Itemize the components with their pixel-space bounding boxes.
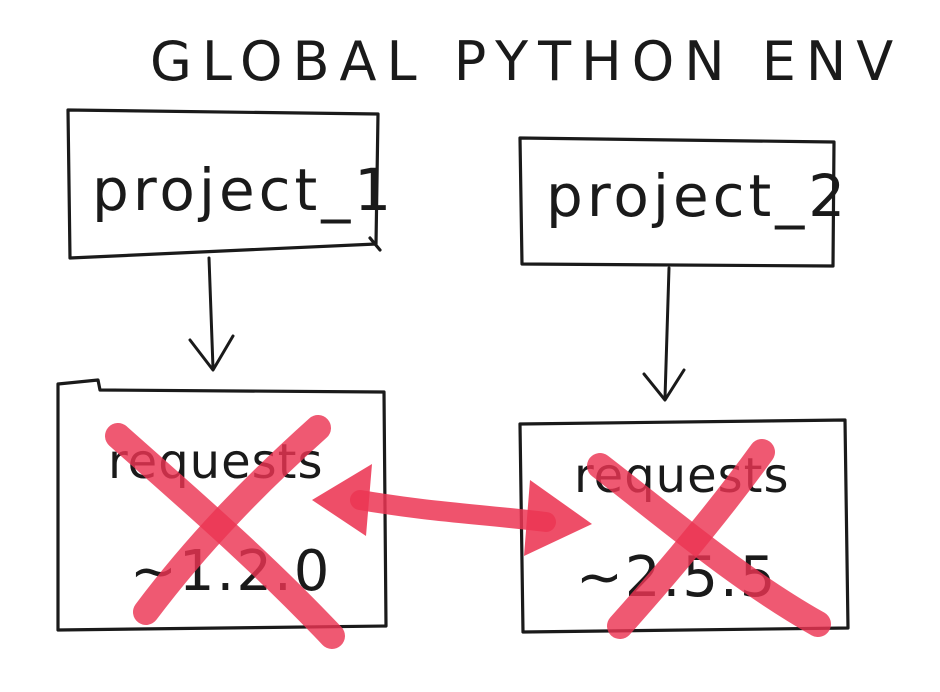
double-headed-conflict-arrow bbox=[312, 464, 372, 536]
package-1-cross bbox=[105, 415, 345, 649]
down-arrow-1 bbox=[188, 256, 235, 372]
down-arrow-icon bbox=[642, 368, 686, 402]
package-1-box bbox=[56, 378, 388, 632]
project-1-box-tick bbox=[368, 236, 382, 252]
project-1-node: project_1 bbox=[66, 108, 395, 260]
down-arrow-2-shaft bbox=[663, 266, 671, 400]
project-2-node: project_2 bbox=[518, 136, 849, 268]
down-arrow-icon bbox=[188, 334, 235, 372]
cross-out-mark bbox=[607, 439, 775, 639]
cross-out-mark bbox=[587, 453, 831, 637]
diagram-title: GLOBAL PYTHON ENV bbox=[150, 30, 903, 93]
project-2-box bbox=[518, 136, 836, 268]
package-2-box bbox=[518, 418, 850, 634]
cross-out-mark bbox=[133, 415, 331, 625]
conflict-arrow-shaft bbox=[350, 490, 556, 532]
double-headed-conflict-arrow bbox=[524, 480, 592, 556]
package-2-cross bbox=[587, 439, 831, 639]
down-arrow-1-shaft bbox=[207, 256, 215, 370]
project-1-label: project_1 bbox=[92, 156, 395, 224]
project-2-label: project_2 bbox=[546, 162, 849, 230]
conflict-arrow bbox=[312, 464, 592, 556]
down-arrow-2 bbox=[642, 266, 686, 402]
